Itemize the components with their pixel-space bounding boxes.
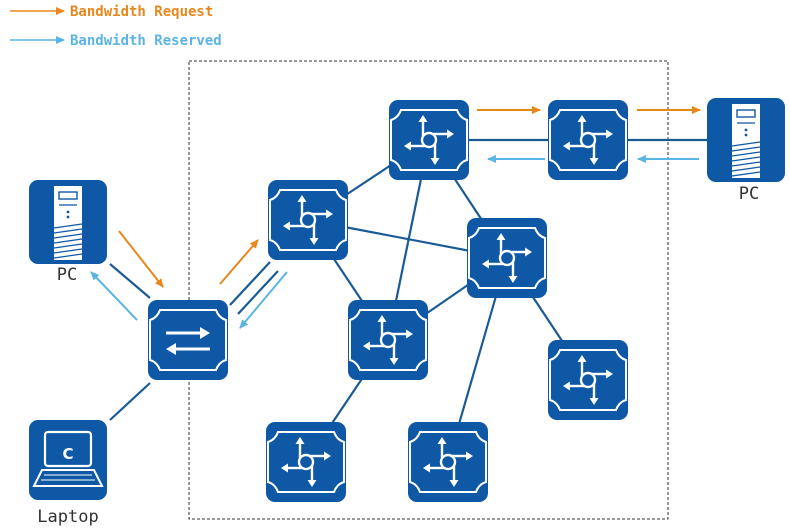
- pc-tower-icon[interactable]: [28, 179, 108, 265]
- laptop[interactable]: C: [27, 418, 109, 502]
- switch-icon[interactable]: [146, 298, 230, 382]
- legend-reserved: Bandwidth Reserved: [10, 33, 222, 49]
- legend-request: Bandwidth Request: [10, 4, 213, 20]
- router-icon[interactable]: [387, 98, 471, 182]
- router-icon[interactable]: [546, 98, 630, 182]
- link-pc-left-switch: [109, 263, 151, 299]
- router-icon[interactable]: [266, 178, 350, 262]
- legend-request-label: Bandwidth Request: [70, 4, 213, 20]
- request-arrow-2: [219, 239, 259, 285]
- pc-right-label: PC: [739, 184, 759, 204]
- reserved-arrow-4: [90, 271, 138, 321]
- pc-left-label: PC: [57, 265, 77, 285]
- legend-reserved-label: Bandwidth Reserved: [70, 33, 222, 49]
- request-path: [118, 106, 701, 288]
- router-icon[interactable]: [406, 420, 490, 504]
- legend: Bandwidth Request Bandwidth Reserved: [10, 4, 222, 49]
- laptop-label: Laptop: [37, 507, 98, 527]
- router-icon[interactable]: [346, 298, 430, 382]
- reserved-path: [90, 155, 699, 329]
- pc-tower-icon[interactable]: [706, 97, 786, 183]
- laptop-screen-letter: C: [62, 445, 73, 463]
- link-switch-r1-a: [229, 261, 271, 306]
- router-icon[interactable]: [546, 338, 630, 422]
- router-icon[interactable]: [264, 420, 348, 504]
- router-icon[interactable]: [465, 216, 549, 300]
- link-switch-r1-b: [237, 270, 279, 315]
- network-domain-boundary: [188, 60, 669, 520]
- link-laptop-switch: [109, 382, 151, 421]
- reserved-arrow-3: [239, 271, 288, 329]
- request-arrow-1: [118, 230, 164, 288]
